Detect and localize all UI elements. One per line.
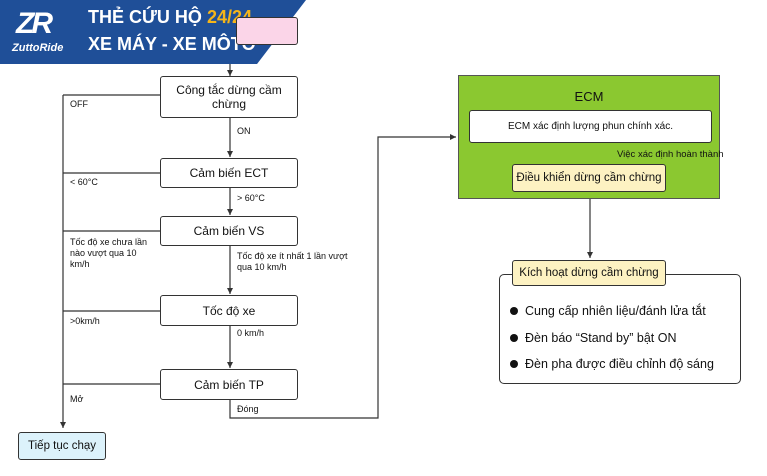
top-start-box — [236, 17, 298, 45]
bullet-dot — [510, 306, 518, 315]
label-closed: Đóng — [237, 404, 259, 414]
zuttoride-logo-text: ZuttoRide — [12, 42, 64, 54]
ecm-determine-box: ECM xác định lượng phun chính xác. — [469, 110, 712, 143]
label-determined: Việc xác định hoàn thành — [617, 149, 724, 160]
path-closed-to-ecm — [229, 134, 456, 419]
ecm-control-box: Điều khiển dừng cầm chừng — [512, 164, 666, 192]
label-vs-once: Tốc độ xe ít nhất 1 lần vượt qua 10 km/h — [237, 251, 348, 272]
node-tp-sensor: Cảm biến TP — [160, 369, 298, 400]
result-panel: Cung cấp nhiên liệu/đánh lửa tắt Đèn báo… — [499, 274, 741, 384]
result-item-1: Cung cấp nhiên liệu/đánh lửa tắt — [510, 304, 706, 318]
label-vs-never: Tốc độ xe chưa lần nào vượt qua 10 km/h — [70, 237, 148, 269]
bullet-dot — [510, 359, 518, 368]
result-title-box: Kích hoạt dừng cầm chừng — [512, 260, 666, 286]
label-open: Mở — [70, 394, 84, 404]
label-lt60: < 60°C — [70, 177, 98, 187]
label-on: ON — [237, 126, 251, 136]
node-continue-running: Tiếp tục chạy — [18, 432, 106, 460]
node-ect-sensor: Cảm biến ECT — [160, 158, 298, 188]
result-item-2: Đèn báo “Stand by” bật ON — [510, 331, 676, 345]
node-vs-sensor: Cảm biến VS — [160, 216, 298, 246]
result-item-3: Đèn pha được điều chỉnh độ sáng — [510, 357, 714, 371]
label-gt60: > 60°C — [237, 193, 265, 203]
banner-title-line1: THẺ CỨU HỘ 24/24 — [88, 7, 252, 27]
label-off: OFF — [70, 99, 88, 109]
node-vehicle-speed: Tốc độ xe — [160, 295, 298, 326]
node-kill-switch: Công tắc dừng cầm chừng — [160, 76, 298, 118]
label-gt0: >0km/h — [70, 316, 100, 326]
label-zero: 0 km/h — [237, 328, 265, 338]
zuttoride-logo-mark: ZR — [16, 7, 53, 40]
ecm-title: ECM — [574, 89, 604, 104]
banner-title-line2: XE MÁY - XE MÔTÔ — [88, 34, 256, 54]
bullet-dot — [510, 333, 518, 342]
